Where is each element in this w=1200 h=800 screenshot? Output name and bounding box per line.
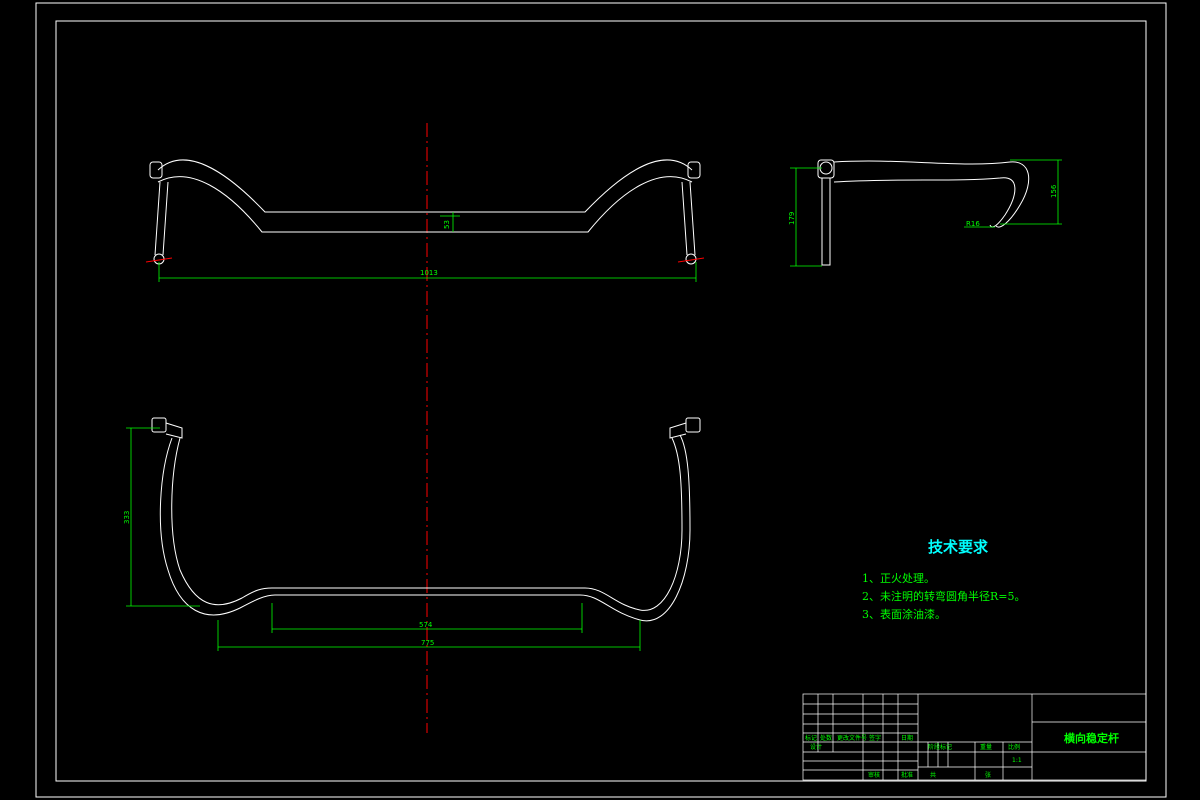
dim-side-drop: 156 (1050, 184, 1058, 198)
top-dimensions (126, 427, 641, 651)
tb-weight-label: 重量 (980, 743, 992, 751)
inner-frame (55, 20, 1147, 782)
tb-stage-label: 阶段标记 (928, 743, 952, 751)
tb-scale-value: 1:1 (1012, 757, 1022, 764)
tb-row-label-4: 签字 (869, 734, 881, 742)
dim-front-dip: 53 (443, 220, 451, 229)
tech-requirement-1: 1、正火处理。 (862, 572, 935, 585)
front-dimensions (158, 212, 697, 282)
outer-frame (35, 2, 1167, 798)
tb-row-label-2: 处数 (820, 734, 832, 742)
side-view (817, 159, 1030, 266)
dim-side-radius: R16 (966, 220, 980, 228)
tb-approve-label: 批准 (901, 771, 913, 779)
tb-row-label-3: 更改文件号 (837, 734, 867, 742)
front-view-marks (145, 257, 705, 263)
tb-row-label-5: 日期 (901, 734, 913, 742)
dim-side-height: 179 (788, 212, 796, 225)
tech-requirements-title: 技术要求 (928, 538, 989, 556)
tb-review-label: 审核 (868, 771, 880, 779)
tb-row-label-1: 标记 (805, 734, 817, 742)
tech-requirement-3: 3、表面涂油漆。 (862, 607, 946, 621)
tb-design-label: 设计 (810, 743, 822, 751)
front-view (149, 159, 701, 265)
tech-requirement-2: 2、未注明的转弯圆角半径R=5。 (862, 589, 1026, 603)
dim-top-depth: 333 (123, 511, 131, 524)
tb-sheet-label: 共 (930, 771, 936, 779)
side-dimensions (790, 159, 1062, 267)
dim-front-width: 1013 (420, 269, 438, 277)
title-block (802, 693, 1147, 781)
tb-part-name: 横向稳定杆 (1064, 731, 1119, 745)
tb-scale-label: 比例 (1008, 743, 1020, 751)
top-view (151, 417, 701, 622)
tb-sheet-of-label: 张 (985, 771, 991, 779)
dim-top-outer: 775 (421, 639, 434, 647)
dim-top-inner: 574 (419, 621, 433, 629)
